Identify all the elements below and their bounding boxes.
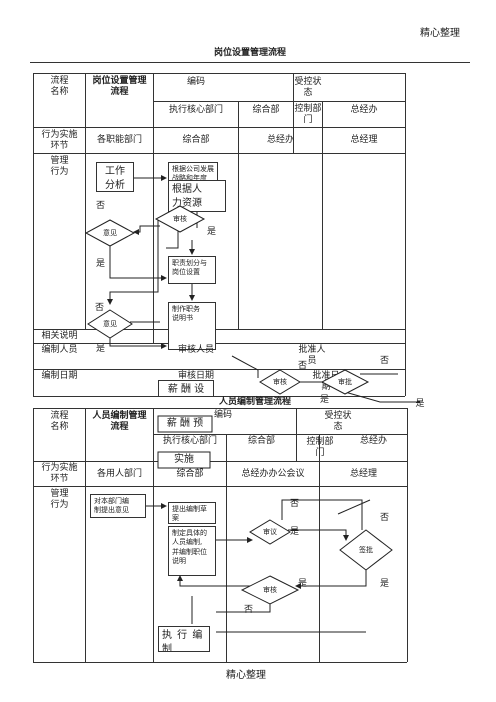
form1-col-dept4: 总经理	[350, 135, 378, 146]
form1-label-process-name: 流程 名称	[50, 76, 69, 97]
form1-no-label-d: 否	[298, 361, 308, 371]
form1-title-rule	[30, 62, 470, 63]
form1-no-label-a: 否	[96, 201, 106, 211]
form2-col-dept1: 各用人部门	[96, 468, 142, 479]
form2-diamond-approve	[339, 529, 393, 571]
form2-diamond-discuss	[249, 519, 291, 545]
form2-no-label-b: 否	[380, 513, 390, 523]
form2-title: 人员编制管理流程	[218, 396, 291, 407]
form2-yes-label-b: 是	[298, 579, 308, 589]
form1-label-control-dept: 控制部 门	[294, 103, 322, 125]
form1-label-exec-dept: 执行核心部门	[168, 104, 223, 115]
form2-col-dept2: 综合部	[176, 468, 204, 479]
form1-floating-salary1: 薪 酬 设	[158, 380, 214, 397]
form1-box-impl	[157, 451, 211, 469]
form2-yes-label-c: 是	[380, 579, 390, 589]
header-watermark: 精心整理	[420, 28, 460, 39]
form2-yes-label-a: 是	[290, 527, 300, 537]
form2-no-label-c: 否	[244, 605, 254, 615]
form1-opinion2-label: 意见	[103, 319, 117, 328]
form1-col-dept2: 综合部	[182, 135, 210, 146]
form1-diamond-floating-approve	[320, 369, 370, 395]
form2-label-exec-dept: 执行核心部门	[162, 435, 217, 446]
form1-title: 岗位设置管理流程	[213, 47, 286, 58]
form2-review-label: 审核	[263, 585, 277, 594]
form2-node-execute: 执 行 编 制	[158, 626, 210, 652]
form1-label-edit-date: 编制日期	[41, 371, 78, 382]
form1-no-label-c: 否	[380, 356, 390, 366]
form1-label-stage: 行为实施 环节	[41, 129, 78, 151]
form1-node-duty: 职责划分与 岗位设置	[168, 256, 216, 284]
form1-yes-box: 是	[405, 396, 435, 410]
form1-floating-review-label: 审核	[273, 377, 287, 386]
form1-floating-salary2: 薪 酬 预	[166, 418, 204, 429]
form2-label-mgmt: 管理 行为	[50, 489, 69, 510]
form1-node-hr-resource: 根据人 力资源	[168, 180, 226, 212]
form2-control-dept-value: 总经办	[359, 435, 387, 446]
form2-diamond-review	[240, 575, 300, 605]
form1-exec-dept-value: 综合部	[252, 104, 280, 115]
form2-node-propose: 提出编制草 案	[168, 502, 216, 524]
form1-node-work-analysis: 工作 分析	[96, 162, 134, 192]
form1-diamond-review	[154, 205, 206, 233]
form2-discuss-label: 审议	[263, 527, 277, 536]
form1-process-name: 岗位设置管理 流程	[92, 76, 147, 97]
form2-exec-dept-value: 综合部	[247, 435, 275, 446]
form2-label-controlled-state: 受控状 态	[324, 410, 352, 432]
form2-process-name: 人员编制管理 流程	[92, 410, 147, 432]
form1-review-label: 审核	[173, 214, 187, 223]
footer-watermark: 精心整理	[226, 670, 266, 681]
form1-yes-label-b: 是	[96, 259, 106, 269]
form1-floating-impl: 实施	[174, 454, 194, 465]
form1-review-date-label: 审核日期	[177, 371, 214, 382]
form2-approve-label: 签批	[359, 545, 373, 554]
form1-label-mgmt: 管理 行为	[50, 156, 69, 177]
form1-box-salary2	[157, 415, 213, 433]
form1-diamond-opinion1	[84, 219, 136, 247]
form1-label-editor: 编制人员	[41, 344, 78, 355]
form1-label-code: 编码	[186, 76, 205, 87]
form1-approve-date-label: 批准日 期	[312, 371, 340, 392]
form1-no-label-b: 否	[95, 303, 105, 313]
form1-label-related: 相关说明	[41, 331, 78, 342]
form2-col-dept4: 总经理	[349, 468, 377, 479]
form1-approver-label: 批准人 员	[298, 345, 326, 366]
form2-label-code: 编码	[213, 409, 232, 420]
form2-label-control-dept: 控制部 门	[306, 437, 334, 458]
form1-floating-approve-label: 审批	[338, 377, 352, 386]
form1-opinion1-label: 意见	[103, 228, 117, 237]
form2-no-label-a: 否	[290, 499, 300, 509]
form1-col-dept1: 各职能部门	[96, 135, 142, 146]
form2-label-stage: 行为实施 环节	[41, 463, 78, 484]
form1-label-controlled-state: 受控状 态	[294, 76, 322, 98]
form1-diamond-opinion2	[87, 309, 133, 339]
form1-col-dept3: 总经办	[266, 135, 294, 146]
form1-control-dept-value: 总经办	[350, 104, 378, 115]
form2-col-dept3: 总经办办公会议	[241, 468, 305, 479]
form1-diamond-floating-review	[259, 369, 301, 395]
form1-node-make-duty: 制作职务 说明书	[168, 302, 216, 350]
form2-node-set-plan: 制定具体的 人员编制, 并编制职位 说明	[168, 526, 216, 576]
form2-node-dept-opinion: 对本部门编 制提出意见	[90, 494, 146, 518]
form1-reviewer-label: 审核人员	[177, 344, 214, 355]
form1-yes-label-d: 是	[320, 395, 330, 405]
form1-node-company-dev: 根据公司发展 战略和年度	[168, 162, 218, 184]
form2-label-process-name: 流程 名称	[50, 410, 69, 432]
form1-yes-label-c: 是	[96, 344, 106, 354]
form1-yes-label-a: 是	[207, 227, 217, 237]
